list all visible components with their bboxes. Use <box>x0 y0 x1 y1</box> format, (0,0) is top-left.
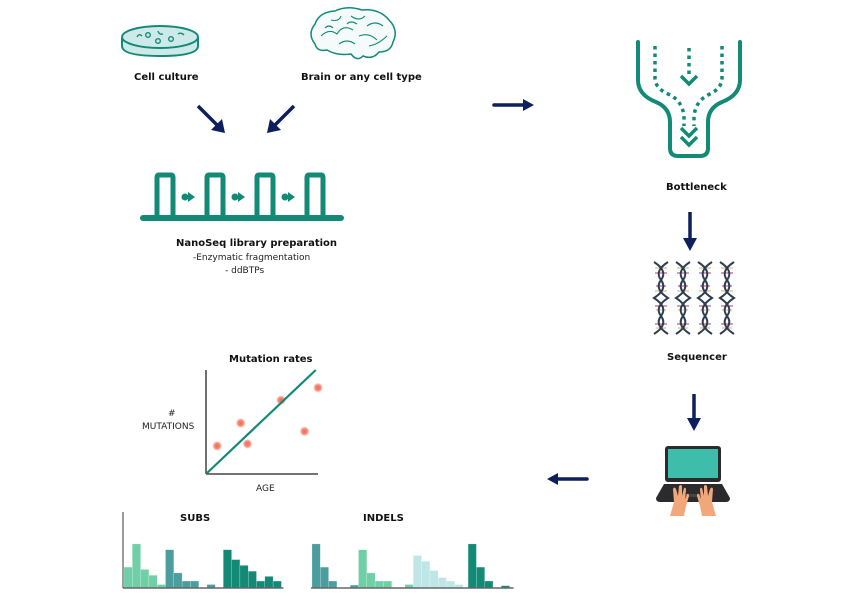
laptop-icon <box>656 446 730 516</box>
brain-label: Brain or any cell type <box>301 72 422 83</box>
y-axis-label-hash: # <box>168 409 176 419</box>
arrow-left-icon <box>547 473 589 485</box>
dna-helix-icon <box>653 261 735 335</box>
y-axis-label: MUTATIONS <box>142 422 195 432</box>
histogram-bar <box>467 543 477 589</box>
histogram-bar <box>366 572 376 589</box>
bottleneck-label: Bottleneck <box>666 182 727 193</box>
arrow-down-icon <box>683 212 697 251</box>
arrow-down-icon <box>687 394 701 431</box>
histogram-bar <box>190 580 199 589</box>
arrow-right-icon <box>492 99 534 111</box>
histogram-bar <box>421 561 431 589</box>
histogram-bar <box>328 580 338 589</box>
histogram-bar <box>223 549 232 589</box>
histogram-bar <box>132 543 141 589</box>
data-point <box>313 382 323 393</box>
histogram-bar <box>311 543 321 589</box>
brain-icon <box>310 7 396 60</box>
arrow-down-right-icon <box>196 104 225 133</box>
histogram-bar <box>239 565 249 589</box>
histogram-bar <box>140 569 150 589</box>
histogram-bar <box>272 580 282 589</box>
histogram-bar <box>383 580 392 589</box>
histogram-bar <box>123 566 133 589</box>
sequencer-label: Sequencer <box>667 352 727 363</box>
data-point <box>212 440 223 451</box>
data-point <box>276 395 287 406</box>
x-axis-label: AGE <box>256 484 275 494</box>
histogram-bar <box>437 577 447 589</box>
cell-culture-label: Cell culture <box>134 72 199 83</box>
mutation-rates-chart <box>205 369 323 475</box>
histogram-bar <box>173 572 183 589</box>
histogram-bar <box>413 555 422 589</box>
histogram-bar <box>476 566 485 589</box>
subs-title: SUBS <box>180 513 211 524</box>
histogram-bar <box>256 580 266 589</box>
indels-chart <box>311 543 514 589</box>
histogram-bar <box>148 575 158 589</box>
histogram-bar <box>231 559 241 589</box>
data-point <box>299 426 310 437</box>
indels-title: INDELS <box>363 513 404 524</box>
trend-line <box>205 369 317 475</box>
subs-chart <box>122 512 284 589</box>
histogram-bar <box>181 580 191 589</box>
histogram-bar <box>264 576 274 589</box>
library-prep-detail: -Enzymatic fragmentation <box>193 253 311 263</box>
histogram-bar <box>358 549 368 589</box>
histogram-bar <box>429 570 439 589</box>
histogram-bar <box>446 580 456 589</box>
funnel-icon <box>636 40 742 158</box>
mutation-rates-title: Mutation rates <box>229 354 313 365</box>
histogram-bar <box>320 566 329 589</box>
library-prep-title: NanoSeq library preparation <box>176 238 338 249</box>
dna-fragments-icon <box>140 172 344 221</box>
arrow-down-left-icon <box>267 104 296 133</box>
histogram-bar <box>484 580 494 589</box>
data-point <box>235 418 246 429</box>
histogram-bar <box>165 549 175 589</box>
petri-dish-icon <box>121 25 199 58</box>
data-point <box>242 438 253 449</box>
library-prep-detail: - ddBTPs <box>225 266 265 276</box>
histogram-bar <box>374 580 384 589</box>
histogram-bar <box>247 570 257 589</box>
